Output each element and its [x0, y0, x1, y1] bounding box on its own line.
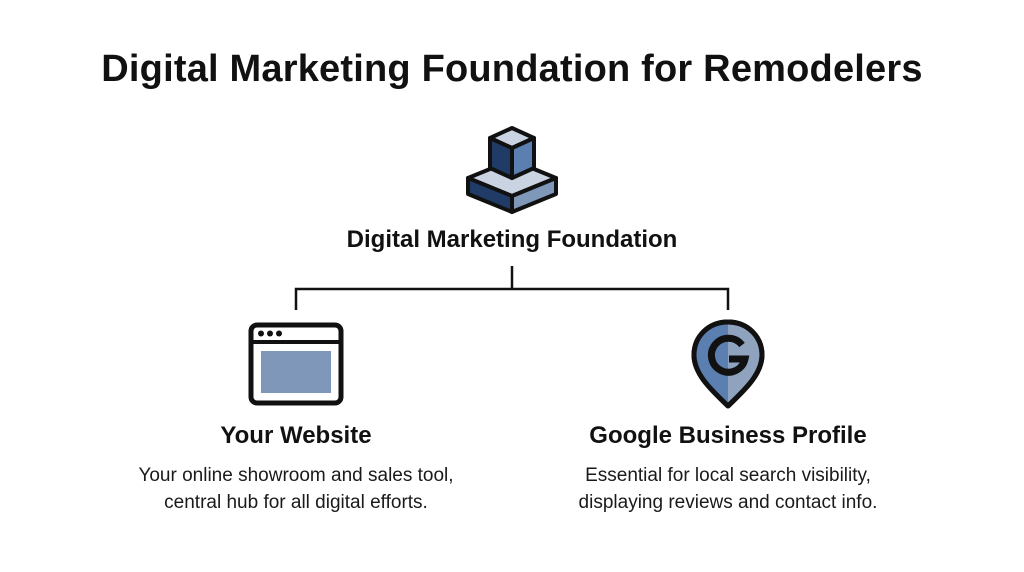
gbp-node-description: Essential for local search visibility, d…: [528, 462, 928, 516]
google-map-pin-icon: [691, 319, 765, 409]
browser-window-icon: [248, 322, 344, 406]
gbp-node-title: Google Business Profile: [589, 422, 867, 449]
gbp-desc-line-1: Essential for local search visibility,: [585, 465, 871, 486]
diagram-title: Digital Marketing Foundation for Remodel…: [101, 48, 923, 90]
website-desc-line-1: Your online showroom and sales tool,: [138, 465, 454, 486]
website-node-description: Your online showroom and sales tool, cen…: [96, 462, 496, 516]
gbp-desc-line-2: displaying reviews and contact info.: [578, 492, 878, 513]
website-desc-line-2: central hub for all digital efforts.: [164, 492, 428, 513]
root-node-label: Digital Marketing Foundation: [346, 226, 678, 253]
website-node-title: Your Website: [220, 422, 372, 449]
stacked-blocks-icon: [466, 126, 558, 214]
